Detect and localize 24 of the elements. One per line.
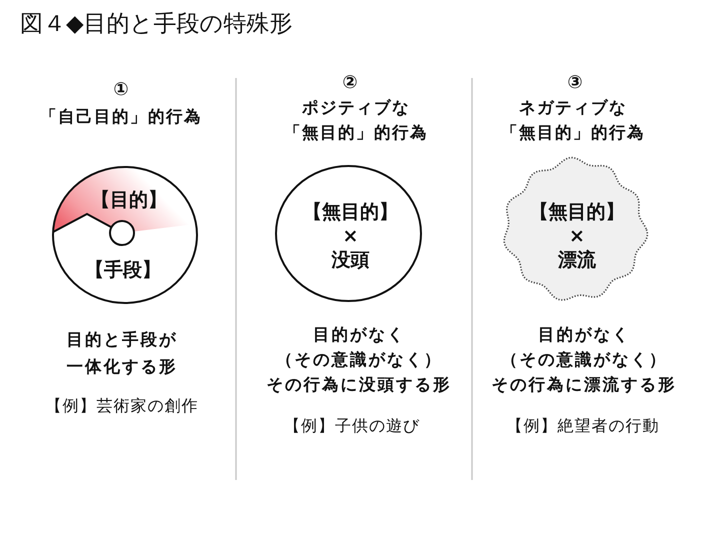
node-label: ×	[569, 224, 585, 248]
circle-node	[52, 166, 198, 304]
node-label: 【無目的】	[303, 200, 398, 224]
node-label: 没頭	[332, 248, 370, 272]
node-label: 【無目的】	[530, 200, 624, 224]
description-text: 目的がなく（その意識がなく）その行為に没頭する形	[266, 324, 452, 396]
column-heading: 「自己目的」的行為	[40, 106, 202, 128]
node-label: 【手段】	[85, 258, 161, 282]
circled-number: ①	[113, 79, 129, 101]
node-label: 【目的】	[91, 188, 167, 212]
example-text: 【例】絶望者の行動	[506, 415, 660, 437]
title: 図４◆目的と手段の特殊形	[20, 10, 293, 39]
column-heading: ネガティブな「無目的」的行為	[500, 97, 646, 144]
description-text: 目的と手段が一体化する形	[66, 329, 178, 378]
node-label: 漂流	[558, 248, 596, 272]
node-label: ×	[342, 224, 358, 248]
circled-number: ③	[567, 72, 583, 94]
circle-node	[275, 165, 422, 302]
column-heading: ポジティブな「無目的」的行為	[283, 97, 429, 144]
description-text: 目的がなく（その意識がなく）その行為に漂流する形	[490, 324, 678, 396]
example-text: 【例】子供の遊び	[284, 415, 420, 437]
example-text: 【例】芸術家の創作	[46, 395, 198, 417]
circled-number: ②	[342, 72, 358, 94]
cloud-node	[502, 157, 648, 302]
